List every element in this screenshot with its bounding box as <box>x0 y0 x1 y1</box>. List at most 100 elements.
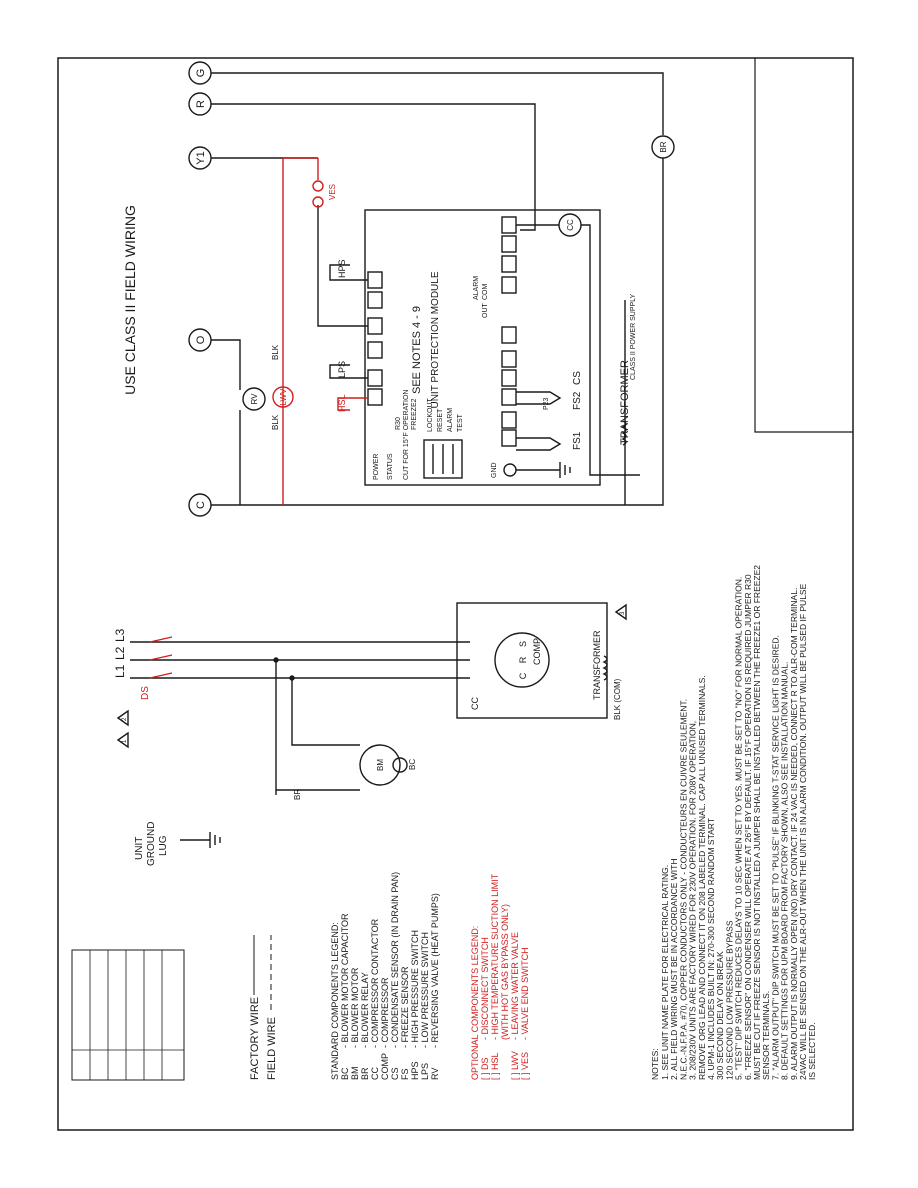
standard-legend-desc: - HIGH PRESSURE SWITCH <box>410 930 420 1048</box>
note-line: 3. 208/230V UNITS ARE FACTORY WIRED FOR … <box>688 721 698 1080</box>
l2-label: L2 <box>113 646 127 660</box>
optional-legend-code: [ ] HSL <box>490 1052 500 1080</box>
optional-legend-code: [ ] DS <box>480 1057 490 1080</box>
optional-legend-desc: - DISCONNECT SWITCH <box>480 937 490 1040</box>
ground-lug-2: GROUND <box>146 822 157 866</box>
ves-contact-b <box>312 196 324 208</box>
bm-label: BM <box>376 759 385 771</box>
ds-label: DS <box>140 686 151 700</box>
module-dip-lockout: LOCKOUT <box>427 397 434 432</box>
wire-g <box>211 72 664 135</box>
triangle-1 <box>116 731 129 749</box>
module-terminals-right <box>501 216 517 447</box>
optional-legend-code: [ ] VES <box>520 1052 530 1080</box>
ves-contact-a <box>312 180 324 192</box>
sheet-border <box>57 57 854 1131</box>
revision-table <box>71 949 185 1081</box>
terminal-y1-label: Y1 <box>195 151 207 164</box>
ground-lug-3: LUG <box>158 835 169 856</box>
bm-motor <box>359 744 401 786</box>
unit-protection-module <box>364 209 601 486</box>
standard-legend-code: CS <box>390 1067 400 1080</box>
rv-coil <box>242 387 266 411</box>
triangle-1-label: 1 <box>122 739 128 743</box>
notch-border <box>754 58 853 433</box>
module-p23: P23 <box>543 397 550 410</box>
comp-c-label: C <box>518 672 528 679</box>
transformer-coil-lower <box>602 655 608 681</box>
ds-switch-l2 <box>149 654 173 661</box>
l1-label: L1 <box>113 664 127 678</box>
hps-label: HPS <box>337 259 347 278</box>
note-line: 300 SECOND DELAY ON BREAK <box>715 951 725 1080</box>
standard-legend-desc: - BLOWER MOTOR <box>350 967 360 1048</box>
note-line: 2. ALL FIELD WIRING MUST BE IN ACCORDANC… <box>669 858 679 1080</box>
br-contact-label: BR <box>293 789 302 800</box>
optional-legend-desc: (WITH HOT GAS BYPASS ONLY) <box>500 904 510 1040</box>
transformer-label-lower: TRANSFORMER <box>592 630 602 700</box>
ds-switch-l1 <box>149 672 173 679</box>
triangle-2 <box>116 709 129 727</box>
standard-legend-code: BR <box>360 1067 370 1080</box>
standard-legend-desc: - BLOWER MOTOR CAPACITOR <box>340 913 350 1048</box>
note-line: 1. SEE UNIT NAME PLATE FOR ELECTRICAL RA… <box>660 865 670 1080</box>
module-gnd <box>503 463 517 477</box>
l3-label: L3 <box>113 628 127 642</box>
fs2-label: FS2 <box>572 391 583 410</box>
standard-legend-desc: - COMPRESSOR CONTACTOR <box>370 918 380 1048</box>
standard-legend-code: CC <box>370 1067 380 1080</box>
note-line: IS SELECTED. <box>807 1022 817 1080</box>
line-key: FACTORY WIRE FIELD WIRE <box>249 997 278 1080</box>
fs1-sensor <box>516 437 562 451</box>
lwv-coil <box>272 386 294 408</box>
triangle-2-label: 2 <box>122 717 128 721</box>
ves-label: VES <box>328 184 337 200</box>
blk-label-left: BLK <box>271 414 280 430</box>
rotated-labels-red: VES LWV HSL <box>279 184 347 412</box>
module-title: UNIT PROTECTION MODULE <box>430 271 441 408</box>
optional-legend: OPTIONAL COMPONENTS LEGEND:[ ] DS - DISCO… <box>470 873 530 1080</box>
note-line: 8. DEFAULT SETTINGS FOR UPM BOARD FROM F… <box>780 662 790 1080</box>
dip-switch-block[interactable] <box>423 439 463 479</box>
standard-legend-code: RV <box>430 1068 440 1080</box>
note-line: REMOVE ORG LEAD AND CONNECT IT ON 208 LA… <box>697 675 707 1080</box>
cs-label: CS <box>572 371 583 385</box>
page-title: USE CLASS II FIELD WIRING <box>122 205 138 395</box>
standard-legend-code: BC <box>340 1067 350 1080</box>
terminal-r-label: R <box>195 100 207 108</box>
terminal-g-label: G <box>195 69 207 78</box>
standard-legend-title: STANDARD COMPONENTS LEGEND: <box>330 922 340 1080</box>
wire-br-return <box>211 158 664 506</box>
hsl-label: HSL <box>337 394 347 412</box>
module-alarm-com: COM <box>482 284 489 301</box>
junction-l2 <box>273 657 279 663</box>
note-line: 7. "ALARM OUTPUT" DIP SWITCH MUST BE SET… <box>770 635 780 1080</box>
fs2-sensor <box>516 391 562 405</box>
triangle-3 <box>614 603 627 621</box>
module-gnd-label: GND <box>491 462 498 478</box>
revision-table-lines <box>72 950 184 1080</box>
lwv-label: LWV <box>279 388 288 405</box>
bc-label: BC <box>408 759 417 770</box>
fs1-label: FS1 <box>572 431 583 450</box>
notes: NOTES:1. SEE UNIT NAME PLATE FOR ELECTRI… <box>650 565 817 1080</box>
note-line: MUST BE CUT IF FREEZE SENSOR IS NOT INST… <box>752 565 762 1080</box>
optional-legend-code: [ ] LWV <box>510 1051 520 1080</box>
module-power: POWER <box>373 454 380 480</box>
note-line: 24VAC WILL BE SENSED ON THE ALR-OUT WHEN… <box>798 583 808 1080</box>
rotated-labels: G R Y1 O C USE CLASS II FIELD WIRING BR … <box>122 69 668 509</box>
optional-legend-desc: - LEAVING WATER VALVE <box>510 932 520 1040</box>
standard-legend-desc: - REVERSING VALVE (HEAT PUMPS) <box>430 893 440 1048</box>
module-r30: R30 <box>395 417 402 430</box>
optional-legend-title: OPTIONAL COMPONENTS LEGEND: <box>470 926 480 1080</box>
module-cut-for: CUT FOR 15°F OPERATION <box>402 390 410 480</box>
wire-cc-b <box>581 224 610 476</box>
optional-legend-desc: - VALVE END SWITCH <box>520 947 530 1040</box>
br-label: BR <box>659 141 668 152</box>
compressor <box>494 632 550 688</box>
bc-capacitor <box>392 757 408 773</box>
standard-legend-desc: - FREEZE SENSOR <box>400 966 410 1048</box>
lps-label: LPS <box>337 361 347 378</box>
power-wiring-red <box>149 636 173 679</box>
